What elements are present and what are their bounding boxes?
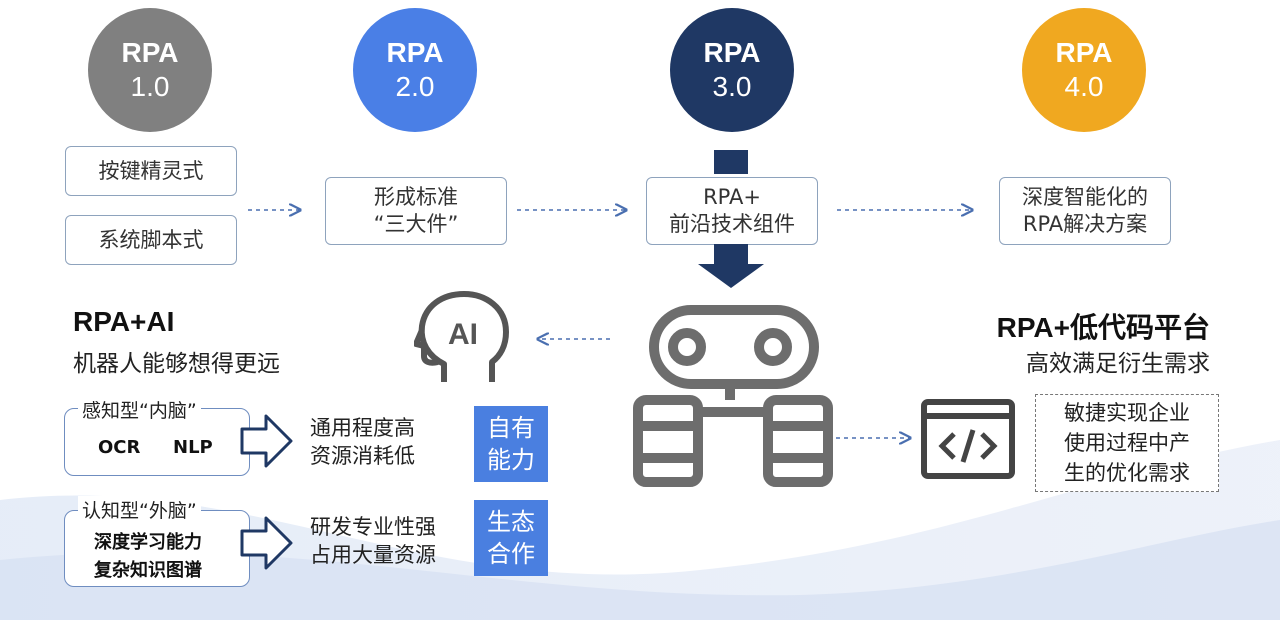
- box-line: 前沿技术组件: [669, 212, 795, 236]
- box-line: “三大件”: [373, 212, 459, 236]
- group-perception-label: 感知型“内脑”: [78, 396, 201, 423]
- desc-heavy: 占用大量资源: [310, 543, 436, 567]
- stage-rpa-4-0: RPA 4.0: [1022, 8, 1146, 132]
- desc-line: 生的优化需求: [1064, 461, 1190, 485]
- item-deep-learning: 深度学习能力: [94, 532, 202, 553]
- box-button-wizard: 按键精灵式: [65, 146, 237, 196]
- right-title: RPA+低代码平台: [996, 312, 1210, 343]
- stage-rpa-2-0: RPA 2.0: [353, 8, 477, 132]
- box-line: RPA+: [703, 185, 761, 209]
- svg-text:AI: AI: [448, 318, 478, 351]
- right-desc-box: 敏捷实现企业 使用过程中产 生的优化需求: [1035, 394, 1219, 492]
- ai-head-icon: AI: [414, 291, 509, 382]
- robot-icon: [633, 305, 833, 487]
- tag-line: 能力: [487, 446, 535, 474]
- code-icon: [921, 399, 1015, 479]
- item-nlp: NLP: [173, 437, 213, 458]
- hollow-arrow-icon: [240, 414, 293, 468]
- tag-line: 合作: [487, 540, 535, 568]
- box-line: 深度智能化的: [1022, 185, 1148, 209]
- desc-line: 使用过程中产: [1064, 431, 1190, 455]
- box-frontier-components: RPA+ 前沿技术组件: [646, 177, 818, 245]
- desc-professional: 研发专业性强: [310, 515, 436, 539]
- box-deep-intelligent: 深度智能化的 RPA解决方案: [999, 177, 1171, 245]
- hollow-arrow-icon: [240, 516, 293, 570]
- right-subtitle: 高效满足衍生需求: [1026, 351, 1210, 377]
- down-arrow-to-robot: [698, 150, 764, 288]
- stage-version: 2.0: [395, 71, 435, 102]
- box-line: 形成标准: [374, 185, 458, 209]
- tag-line: 生态: [487, 508, 535, 536]
- desc-general: 通用程度高: [310, 416, 415, 440]
- box-line: RPA解决方案: [1022, 212, 1148, 236]
- desc-line: 敏捷实现企业: [1064, 401, 1190, 425]
- stage-rpa-3-0: RPA 3.0: [670, 8, 794, 132]
- tag-own-capability: 自有 能力: [474, 406, 548, 482]
- tag-line: 自有: [487, 414, 535, 442]
- item-knowledge-graph: 复杂知识图谱: [94, 560, 202, 581]
- box-system-script: 系统脚本式: [65, 215, 237, 265]
- stage-label: RPA: [121, 37, 179, 68]
- group-cognition-label: 认知型“外脑”: [78, 496, 201, 523]
- item-ocr: OCR: [98, 437, 141, 458]
- stage-label: RPA: [386, 37, 444, 68]
- left-subtitle: 机器人能够想得更远: [73, 351, 280, 377]
- tag-ecosystem: 生态 合作: [474, 500, 548, 576]
- stage-version: 1.0: [130, 71, 170, 102]
- stage-label: RPA: [1055, 37, 1113, 68]
- desc-low-cost: 资源消耗低: [310, 444, 415, 468]
- box-text: 系统脚本式: [98, 227, 204, 252]
- stage-label: RPA: [703, 37, 761, 68]
- stage-rpa-1-0: RPA 1.0: [88, 8, 212, 132]
- left-title: RPA+AI: [73, 306, 175, 337]
- stage-version: 4.0: [1064, 71, 1104, 102]
- box-text: 按键精灵式: [98, 158, 204, 183]
- box-three-pieces: 形成标准 “三大件”: [325, 177, 507, 245]
- stage-version: 3.0: [712, 71, 752, 102]
